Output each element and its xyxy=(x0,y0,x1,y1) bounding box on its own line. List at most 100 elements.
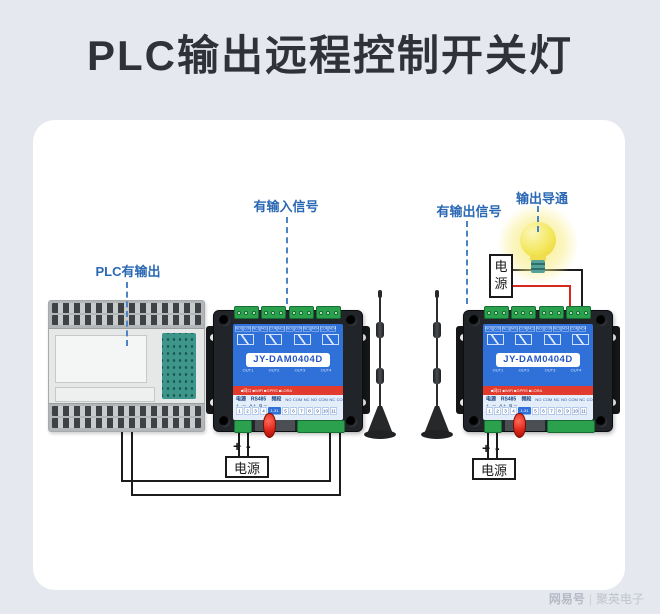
io-label-row: NOCOMNCNOCOMNCCOM xyxy=(535,398,593,403)
io-label-row: NOCOMNCNOCOMNCCOM xyxy=(285,398,343,403)
list-cell: NO3 xyxy=(286,326,294,332)
relay-terminal-block xyxy=(289,306,314,319)
list-cell: 3 xyxy=(252,407,259,415)
relay-terminal-block xyxy=(234,306,259,319)
leader-line-output-on xyxy=(537,206,539,232)
minus-label: - xyxy=(246,438,251,454)
screw-icon xyxy=(219,315,230,326)
relay-icon xyxy=(571,334,589,345)
list-cell: 6 xyxy=(290,407,297,415)
list-cell: NC1 xyxy=(502,326,510,332)
relay-icon xyxy=(237,334,254,345)
diagram-panel: PLC有输出 有输入信号 有输出信号 输出导通 xyxy=(33,120,625,590)
relay-module-1: NO1COM1NC1NO2COM2NC2NO3COM3NC3NO4COM4NC4… xyxy=(206,306,370,438)
relay-terminal-block xyxy=(539,306,564,319)
list-cell: 6 xyxy=(540,407,547,415)
list-cell: OUT2 xyxy=(518,368,530,373)
wire-bulb-to-module2 xyxy=(581,269,583,312)
terminal-label-row: NO1COM1NC1NO2COM2NC2NO3COM3NC3NO4COM4NC4 xyxy=(235,326,343,332)
input-terminal-block xyxy=(297,420,345,433)
antenna-1 xyxy=(364,290,396,442)
power-led-icon xyxy=(513,413,526,438)
bulb-neck xyxy=(530,255,546,261)
plus-label: + xyxy=(233,438,242,454)
list-cell: OUT4 xyxy=(570,368,582,373)
power-supply-box-top: 电源 xyxy=(489,254,513,298)
list-cell: COM xyxy=(586,397,593,403)
wire-plc-b-across xyxy=(131,494,341,496)
plc-bottom-terminals xyxy=(49,404,204,431)
plc-cover xyxy=(55,335,147,383)
wire-plc-a-across xyxy=(121,480,331,482)
screw-icon xyxy=(469,315,480,326)
module-front-panel: NO1COM1NC1NO2COM2NC2NO3COM3NC3NO4COM4NC4… xyxy=(483,324,593,420)
power-terminal-block xyxy=(484,420,502,433)
wire-psu2-minus xyxy=(496,432,498,460)
relay-module-2: NO1COM1NC1NO2COM2NC2NO3COM3NC3NO4COM4NC4… xyxy=(456,306,620,438)
list-cell: NO xyxy=(311,397,318,403)
watermark-brand: 网易号 xyxy=(548,592,585,606)
terminal-label-row: NO1COM1NC1NO2COM2NC2NO3COM3NC3NO4COM4NC4 xyxy=(485,326,593,332)
list-cell: 2 xyxy=(244,407,251,415)
list-cell: NO xyxy=(535,397,542,403)
plc-led-panel xyxy=(162,333,196,399)
power-supply-box-right: 电源 xyxy=(472,458,516,480)
strip-group-labels: 电源 RS485 频段 NOCOMNCNOCOMNCCOM xyxy=(236,396,343,403)
band-select-box: 1-31 xyxy=(268,407,281,415)
relay-icon xyxy=(515,334,533,345)
screw-icon xyxy=(219,416,230,427)
watermark: 网易号|聚英电子 xyxy=(548,592,644,606)
relay-terminal-block xyxy=(261,306,286,319)
module-terminal-strip: 电源 RS485 频段 NOCOMNCNOCOMNCCOM + － A+ B－ … xyxy=(233,395,343,420)
list-cell: COM1 xyxy=(493,326,501,332)
list-cell: NC4 xyxy=(328,326,336,332)
list-cell: OUT2 xyxy=(268,368,280,373)
relay-terminal-block xyxy=(511,306,536,319)
input-terminal-block xyxy=(547,420,595,433)
list-cell: 5 xyxy=(532,407,539,415)
list-cell: 8 xyxy=(306,407,313,415)
list-cell: COM4 xyxy=(320,326,328,332)
minus-label: - xyxy=(495,440,500,456)
list-cell: 1 xyxy=(236,407,243,415)
label-output-signal: 有输出信号 xyxy=(436,204,502,219)
list-cell: COM2 xyxy=(519,326,527,332)
list-cell: 8 xyxy=(556,407,563,415)
list-cell: NC xyxy=(553,397,560,403)
wire-plc-a-down xyxy=(121,430,123,482)
list-cell: COM3 xyxy=(294,326,302,332)
list-cell: OUT1 xyxy=(242,368,254,373)
wire-psu1-plus xyxy=(238,432,240,458)
list-cell: 9 xyxy=(314,407,321,415)
wire-power-red-horizontal xyxy=(511,285,571,287)
list-cell: NC xyxy=(329,397,336,403)
wire-plc-a-up xyxy=(329,432,331,482)
list-cell: NC2 xyxy=(527,326,535,332)
list-cell: NO1 xyxy=(235,326,243,332)
relay-icon xyxy=(321,334,339,345)
list-cell: 9 xyxy=(564,407,571,415)
relay-icon xyxy=(293,334,311,345)
strip-group-labels: 电源 RS485 频段 NOCOMNCNOCOMNCCOM xyxy=(486,396,593,403)
list-cell: 7 xyxy=(298,407,305,415)
list-cell: COM xyxy=(336,397,343,403)
module-front-panel: NO1COM1NC1NO2COM2NC2NO3COM3NC3NO4COM4NC4… xyxy=(233,324,343,420)
list-cell: NC1 xyxy=(252,326,260,332)
list-cell: NO4 xyxy=(561,326,569,332)
relay-terminal-block xyxy=(566,306,591,319)
leader-line-plc-output xyxy=(126,282,128,346)
strip-polarity-labels: + － A+ B－ xyxy=(236,403,269,408)
list-cell: COM4 xyxy=(570,326,578,332)
list-cell: COM xyxy=(318,397,328,403)
red-band-text: ■网口 ■WiFi ■GPRS ■LORA xyxy=(491,388,543,394)
leader-line-input-signal xyxy=(286,217,288,304)
page-title: PLC输出远程控制开关灯 xyxy=(86,32,573,79)
list-cell: COM3 xyxy=(544,326,552,332)
label-output-on: 输出导通 xyxy=(515,191,568,206)
list-cell: COM xyxy=(568,397,578,403)
plus-label: + xyxy=(482,440,491,456)
relay-symbol-row xyxy=(487,334,589,346)
